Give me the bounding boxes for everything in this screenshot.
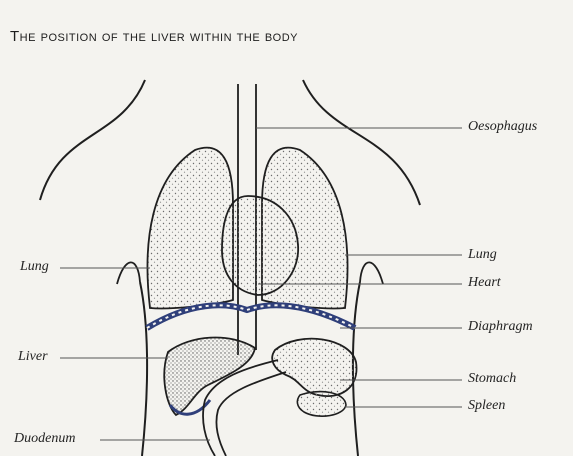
diagram-title: The position of the liver within the bod… [10, 28, 298, 45]
body-outline-left [40, 80, 145, 200]
label-diaphragm: Diaphragm [468, 320, 533, 334]
left-lung [147, 148, 233, 309]
label-liver: Liver [18, 350, 48, 364]
label-lung-left: Lung [20, 260, 49, 274]
armpit-left [117, 262, 140, 284]
label-spleen: Spleen [468, 399, 505, 413]
spleen [297, 392, 346, 417]
armpit-right [360, 262, 383, 284]
stomach [272, 339, 356, 396]
label-oesophagus: Oesophagus [468, 120, 537, 134]
waist-left [140, 282, 147, 456]
label-heart: Heart [468, 276, 501, 290]
label-duodenum: Duodenum [14, 432, 75, 446]
liver [164, 337, 255, 415]
label-stomach: Stomach [468, 372, 516, 386]
label-lung-right: Lung [468, 248, 497, 262]
